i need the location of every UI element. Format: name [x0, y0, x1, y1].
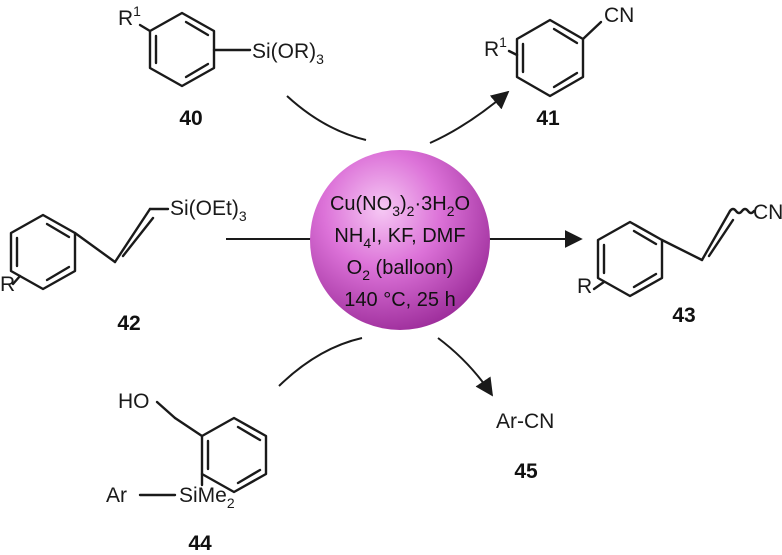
- reaction-conditions: Cu(NO3)2·3H2O NH4I, KF, DMF O2 (balloon)…: [330, 193, 470, 311]
- compound-43-r-label: R: [577, 275, 592, 298]
- compound-44-hydroxyl-label: HO: [118, 390, 150, 413]
- compound-41-cn-label: CN: [604, 4, 634, 27]
- arrow-to-45: [437, 337, 493, 397]
- compound-41-structure: CN R1: [484, 4, 634, 98]
- compound-42-number: 42: [117, 312, 140, 335]
- compound-40-structure: R1 Si(OR)3: [118, 3, 324, 88]
- compound-41-r-label: R1: [484, 34, 507, 61]
- compound-44-aryl-label: Ar: [106, 484, 127, 507]
- compound-45-number: 45: [514, 460, 538, 483]
- condition-oxidant: O2 (balloon): [347, 257, 454, 283]
- compound-40-silyl-label: Si(OR)3: [252, 40, 324, 67]
- compound-43-cn-label: CN: [753, 201, 782, 224]
- arrow-to-41: [429, 90, 510, 144]
- compound-41-number: 41: [536, 107, 560, 130]
- compound-40-number: 40: [179, 107, 202, 130]
- compound-42-structure: Si(OEt)3 R: [0, 197, 247, 296]
- compound-40-r-label: R1: [118, 3, 141, 30]
- compound-42-silyl-label: Si(OEt)3: [170, 197, 247, 224]
- catalyst-sphere: [310, 150, 490, 330]
- compound-44-number: 44: [188, 532, 212, 555]
- compound-43-number: 43: [672, 304, 695, 327]
- compound-42-r-label: R: [0, 273, 15, 296]
- condition-catalyst: Cu(NO3)2·3H2O: [330, 193, 470, 219]
- arrow-from-40: [286, 95, 367, 141]
- compound-43-structure: CN R: [577, 201, 782, 298]
- condition-reagents: NH4I, KF, DMF: [334, 225, 465, 251]
- compound-44-structure: HO Ar SiMe2: [106, 390, 268, 511]
- condition-temperature-time: 140 °C, 25 h: [344, 289, 455, 311]
- compound-44-silyl-label: SiMe2: [179, 484, 235, 511]
- arrow-from-44: [278, 337, 363, 387]
- compound-45-formula: Ar-CN: [496, 410, 554, 433]
